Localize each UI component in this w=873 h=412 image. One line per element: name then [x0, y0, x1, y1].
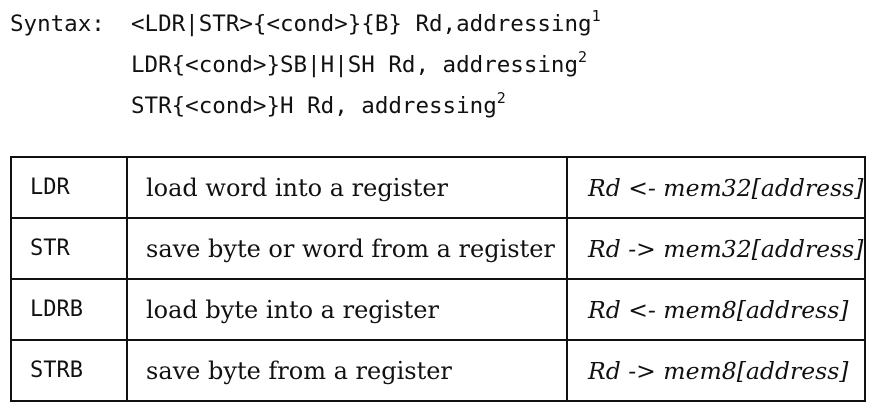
description-cell: load byte into a register — [126, 278, 568, 341]
instruction-table: LDR load word into a register Rd <- mem3… — [10, 156, 866, 402]
description-cell: save byte from a register — [126, 339, 568, 402]
table-row: LDR load word into a register Rd <- mem3… — [10, 156, 866, 219]
table-row: STR save byte or word from a register Rd… — [10, 217, 866, 280]
description-cell: save byte or word from a register — [126, 217, 568, 280]
effect-cell: Rd -> mem8[address] — [566, 339, 866, 402]
syntax-form-3: STR{<cond>}H Rd, addressing — [131, 93, 497, 119]
syntax-line-3: STR{<cond>}H Rd, addressing2 — [10, 86, 601, 127]
syntax-label: Syntax: — [10, 11, 105, 37]
footnote-marker-1: 1 — [591, 6, 601, 25]
effect-cell: Rd -> mem32[address] — [566, 217, 866, 280]
mnemonic-cell: LDR — [10, 156, 128, 219]
syntax-line-1: Syntax: <LDR|STR>{<cond>}{B} Rd,addressin… — [10, 4, 601, 45]
mnemonic-cell: LDRB — [10, 278, 128, 341]
mnemonic-cell: STRB — [10, 339, 128, 402]
syntax-form-1: <LDR|STR>{<cond>}{B} Rd,addressing — [131, 11, 592, 37]
syntax-form-2: LDR{<cond>}SB|H|SH Rd, addressing — [131, 52, 579, 78]
effect-cell: Rd <- mem8[address] — [566, 278, 866, 341]
effect-cell: Rd <- mem32[address] — [566, 156, 866, 219]
footnote-marker-2: 2 — [578, 47, 588, 66]
table-row: STRB save byte from a register Rd -> mem… — [10, 339, 866, 402]
syntax-block: Syntax: <LDR|STR>{<cond>}{B} Rd,addressin… — [10, 4, 601, 127]
mnemonic-cell: STR — [10, 217, 128, 280]
table-row: LDRB load byte into a register Rd <- mem… — [10, 278, 866, 341]
description-cell: load word into a register — [126, 156, 568, 219]
syntax-line-2: LDR{<cond>}SB|H|SH Rd, addressing2 — [10, 45, 601, 86]
footnote-marker-3: 2 — [496, 88, 506, 107]
